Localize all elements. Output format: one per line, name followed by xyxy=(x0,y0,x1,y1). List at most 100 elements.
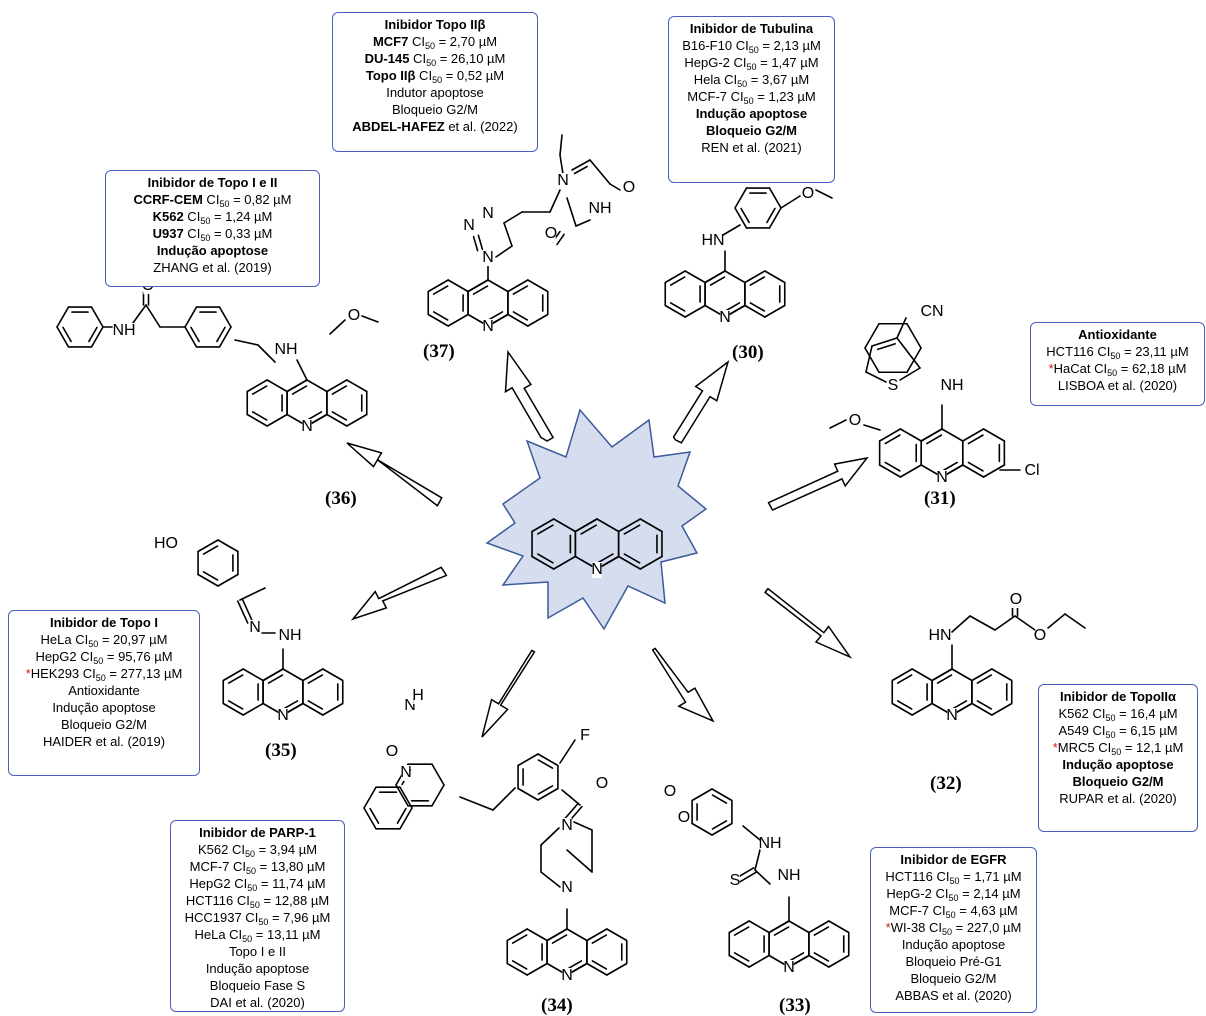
atom-label: N xyxy=(561,817,573,834)
atom-label-backdrop xyxy=(803,186,813,202)
card-line: *HEK293 CI50 = 277,13 µM xyxy=(13,665,195,683)
bond xyxy=(896,674,913,684)
bond xyxy=(257,344,276,363)
card-line-mid: HCT116 CI xyxy=(185,893,250,908)
card-line: Inibidor de EGFR xyxy=(875,851,1032,868)
card-line-star: * xyxy=(1048,361,1054,376)
bond xyxy=(969,615,996,631)
bond xyxy=(326,413,348,427)
card-line-text: Bloqueio Fase S xyxy=(209,978,306,993)
bond xyxy=(145,304,161,328)
bond xyxy=(891,702,913,716)
bond xyxy=(511,960,528,970)
card-line-text: Indução apoptose xyxy=(156,243,269,258)
bond xyxy=(302,702,324,716)
bond xyxy=(307,700,324,710)
bond xyxy=(744,304,766,318)
card-line-mid: CI xyxy=(408,34,425,49)
atom-label-backdrop xyxy=(1022,463,1042,479)
bond xyxy=(559,154,564,175)
card-line-mid: MCF-7 CI xyxy=(889,903,946,918)
compound-number-33: (33) xyxy=(779,995,811,1016)
bond xyxy=(936,674,953,684)
card-line: Indução apoptose xyxy=(673,105,830,122)
card-line-star: * xyxy=(1052,740,1058,755)
bond xyxy=(864,322,880,349)
bond xyxy=(472,235,479,252)
card-line-rest: = 12,1 µM xyxy=(1121,740,1184,755)
card-line: Inibidor de PARP-1 xyxy=(175,824,340,841)
atom-label-backdrop xyxy=(114,323,134,339)
atom-label: O xyxy=(623,179,635,196)
card-line-text: DAI et al. (2020) xyxy=(210,995,305,1010)
card-line: HCC1937 CI50 = 7,96 µM xyxy=(175,909,340,927)
bond xyxy=(734,207,748,229)
card-line: HAIDER et al. (2019) xyxy=(13,733,195,750)
bond xyxy=(768,187,782,209)
bond xyxy=(472,285,489,295)
card-line: B16-F10 CI50 = 2,13 µM xyxy=(673,37,830,55)
card-line: Bloqueio G2/M xyxy=(1043,773,1193,790)
bond xyxy=(669,302,686,312)
card-line: Inibidor de Tubulina xyxy=(673,20,830,37)
card-line-rest: = 13,11 µM xyxy=(252,927,321,942)
bond-skeletons xyxy=(56,134,1086,976)
bond xyxy=(566,928,588,942)
bond xyxy=(90,306,104,328)
card-line-rest: = 1,24 µM xyxy=(210,209,273,224)
bond xyxy=(556,233,565,246)
atom-label-backdrop xyxy=(546,226,556,242)
card-line-sub: 50 xyxy=(1105,713,1116,723)
atom-label: N xyxy=(557,172,569,189)
bond xyxy=(511,934,528,944)
atom-label-backdrop xyxy=(562,818,572,834)
card-line: Indução apoptose xyxy=(110,242,315,259)
card-line-sub: 50 xyxy=(242,934,253,944)
atom-label: N xyxy=(591,561,603,578)
card-line-sub: 50 xyxy=(737,79,748,89)
bond xyxy=(246,379,268,393)
bond xyxy=(724,302,741,312)
bond xyxy=(559,134,563,156)
bond xyxy=(540,827,560,846)
bond xyxy=(574,518,598,533)
card-line-rest: = 277,13 µM xyxy=(105,666,183,681)
card-line: Bloqueio Pré-G1 xyxy=(875,953,1032,970)
card-line-rest: = 95,76 µM xyxy=(103,649,173,664)
card-line-sub: 50 xyxy=(1110,351,1121,361)
card-line-rest: = 2,13 µM xyxy=(758,38,821,53)
atom-label-backdrop xyxy=(278,708,288,724)
atom-label: N xyxy=(301,418,313,435)
atom-label-backdrop xyxy=(405,698,415,714)
atom-label: NH xyxy=(112,322,135,339)
bond xyxy=(669,276,686,286)
card-line-sub: 50 xyxy=(219,199,230,209)
card-line-mid: Hela CI xyxy=(693,72,738,87)
bond xyxy=(536,524,554,535)
card-line: Bloqueio G2/M xyxy=(875,970,1032,987)
bond xyxy=(531,518,555,533)
card-line-text: Inibidor de Topo I xyxy=(49,615,159,630)
atom-label-backdrop xyxy=(250,620,260,636)
atom-label: N xyxy=(482,318,494,335)
bond xyxy=(951,615,971,633)
atom-label-backdrop xyxy=(349,308,359,324)
bond xyxy=(623,524,641,535)
card-line: MCF-7 CI50 = 1,23 µM xyxy=(673,88,830,106)
atom-labels: NNHNONNNNNONHONNHONHONNHSCNClONNHNHONHNO… xyxy=(112,172,1046,984)
card-line: HepG2 CI50 = 11,74 µM xyxy=(175,875,340,893)
atom-label: N xyxy=(561,879,573,896)
bond xyxy=(876,343,896,351)
card-line-mid: HepG2 CI xyxy=(189,876,248,891)
card-line-text: ABBAS et al. (2020) xyxy=(895,988,1012,1003)
atom-label: S xyxy=(730,872,741,889)
card-line-mid: WI-38 CI xyxy=(890,920,943,935)
arrow-to-35 xyxy=(350,566,448,621)
atom-label: HN xyxy=(928,627,951,644)
bond xyxy=(242,702,264,716)
bond xyxy=(427,313,449,327)
card-line-mid: HEK293 CI xyxy=(30,666,96,681)
